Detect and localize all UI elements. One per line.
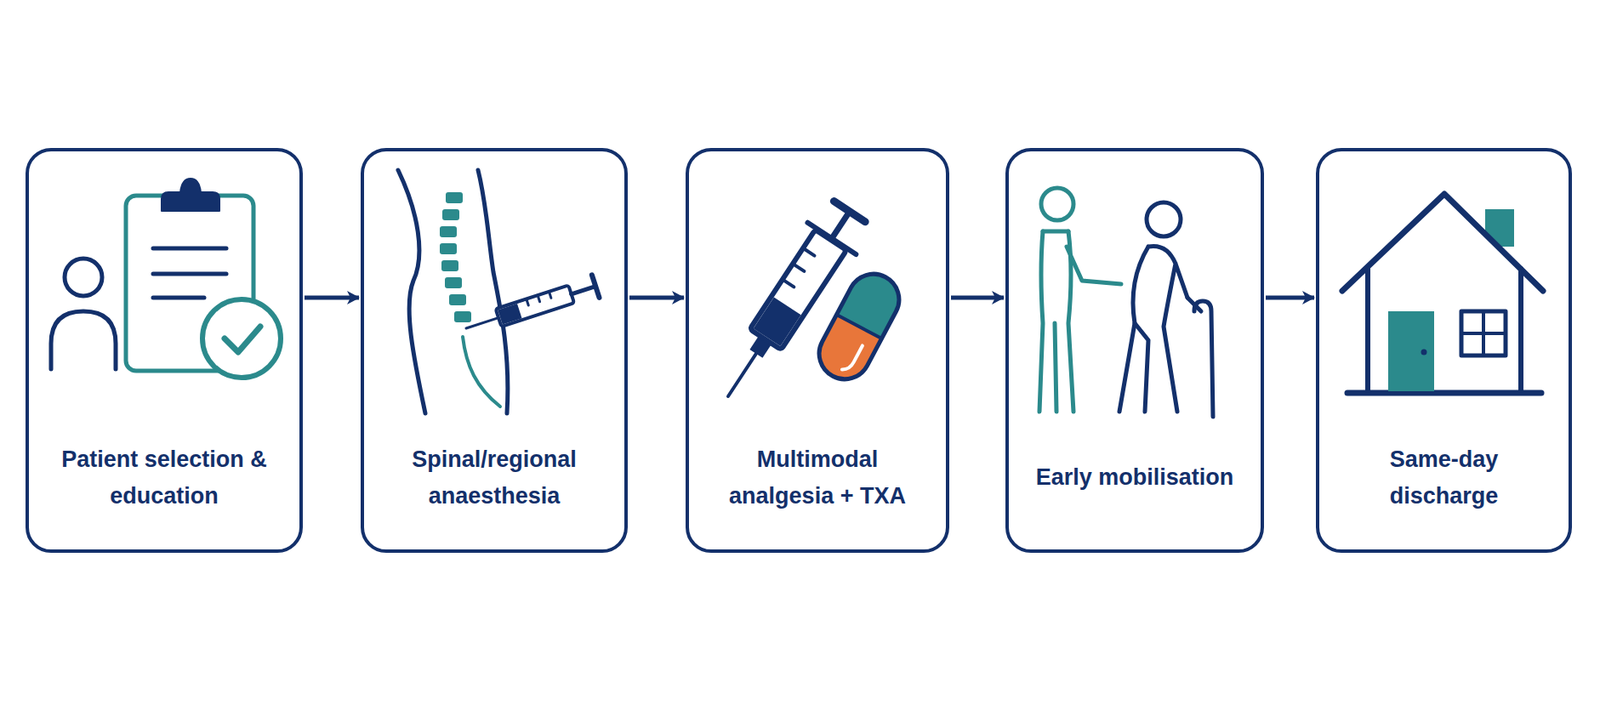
clipboard-line (153, 272, 227, 277)
helper-body (1039, 231, 1074, 412)
helper-shoulders (1042, 229, 1069, 234)
step-label: Early mobilisation (1011, 459, 1259, 496)
vertebra (454, 311, 472, 323)
syringe-tick (537, 295, 540, 302)
patient-head (1146, 202, 1181, 237)
syringe-barrel (750, 229, 848, 350)
helper-arm (1066, 246, 1122, 285)
syringe-barrel (495, 284, 575, 327)
mobilisation-icon (1039, 187, 1213, 417)
clipboard-line (153, 296, 205, 301)
walking-cane (1194, 301, 1213, 417)
plunger-cap (833, 201, 866, 223)
syringe-large (704, 195, 875, 413)
needle-hub (749, 335, 772, 359)
house-wall (1367, 268, 1521, 392)
patient-leg (1134, 323, 1149, 412)
capsule-outline (810, 265, 909, 389)
flow-arrow (950, 296, 1004, 301)
check-mark (224, 326, 261, 353)
person-body (51, 311, 116, 370)
vertebra (439, 226, 457, 238)
vertebra (444, 277, 462, 289)
capsule-top (837, 265, 909, 339)
clipboard-line (153, 246, 227, 251)
door-knob (1421, 349, 1428, 356)
plunger (571, 286, 597, 295)
step-label: Multimodal analgesia + TXA (706, 441, 929, 515)
clipboard (125, 195, 254, 371)
body-outline (478, 170, 508, 414)
capsule-seam (837, 314, 883, 339)
capsule (810, 265, 909, 389)
vertebra (439, 243, 457, 255)
step-label: Same-day discharge (1359, 441, 1530, 515)
vertebra (445, 192, 463, 204)
needle (728, 352, 758, 397)
spinal-cord (462, 336, 501, 407)
door (1388, 311, 1435, 392)
helper-head (1041, 187, 1074, 221)
syringe-fluid (753, 296, 802, 347)
window-bars (1461, 311, 1506, 356)
helper-leg (1054, 323, 1057, 412)
process-box: Early mobilisation (1005, 148, 1265, 553)
flow-arrow (629, 296, 684, 301)
syringe-flange (807, 222, 856, 255)
patient-body (1119, 245, 1188, 412)
syringe-tick (526, 298, 529, 306)
check-circle (202, 299, 281, 378)
chimney (1485, 209, 1515, 247)
spine-icon (398, 170, 599, 414)
step-label: Patient selection & education (45, 441, 284, 515)
syringe-small (462, 274, 600, 340)
syringe-tick (782, 279, 794, 288)
patient-arm (1187, 297, 1202, 312)
process-box: Patient selection & education (25, 148, 303, 553)
plunger-cap (592, 274, 600, 298)
capsule-highlight (842, 342, 863, 374)
vertebra (441, 260, 459, 272)
process-box: Spinal/regional anaesthesia (360, 148, 628, 553)
house-base (1347, 390, 1542, 397)
clipboard-clip (161, 178, 220, 211)
analgesia-icon (704, 195, 909, 413)
roof (1342, 193, 1544, 291)
vertebra (442, 209, 460, 221)
flow-arrow (1265, 296, 1315, 301)
flow-arrow (304, 296, 359, 301)
person-head (64, 258, 103, 297)
syringe-tick (792, 263, 804, 272)
house-icon (1342, 193, 1544, 393)
needle (466, 318, 499, 329)
window (1461, 311, 1506, 356)
process-box: Multimodal analgesia + TXA (685, 148, 950, 553)
syringe-tick (802, 248, 815, 257)
vertebra (449, 294, 467, 306)
syringe-tick (548, 291, 551, 299)
patient-icon (51, 178, 281, 378)
process-box: Same-day discharge (1315, 148, 1572, 553)
syringe-fluid (497, 303, 522, 325)
step-label: Spinal/regional anaesthesia (383, 441, 605, 515)
body-outline (398, 170, 426, 414)
plunger (831, 212, 849, 239)
capsule-bottom (810, 314, 883, 388)
